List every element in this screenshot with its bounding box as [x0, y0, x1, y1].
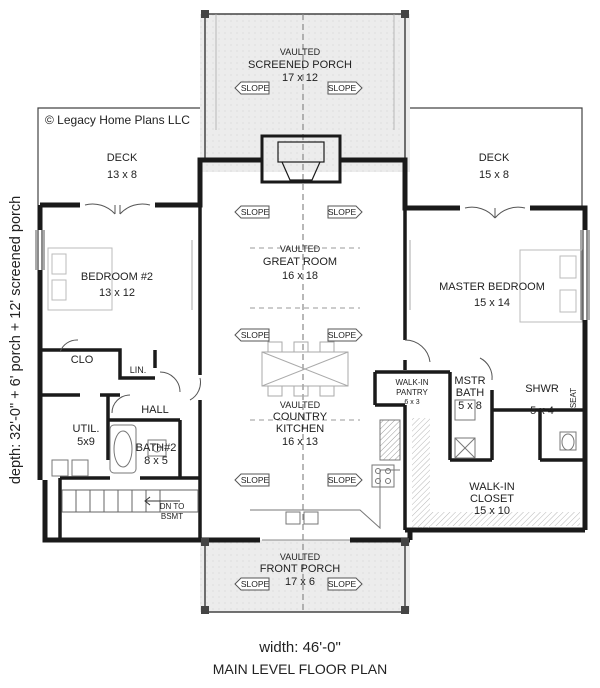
porch-post [401, 606, 409, 614]
screened-porch-vaulted: VAULTED [280, 47, 321, 57]
great-room-size: 16 x 18 [282, 270, 318, 282]
porch-post [201, 10, 209, 18]
slope-arrows: SLOPE SLOPE SLOPE SLOPE SLOPE SLOPE SLOPE SLOPE… [234, 81, 363, 591]
slope-arrow-left [234, 577, 270, 591]
util-name: UTIL. [73, 423, 100, 435]
closet-hatch-bottom [430, 512, 580, 526]
deck-left-name: DECK [107, 152, 138, 164]
kitchen-line3: KITCHEN [276, 423, 324, 435]
seat-label: SEAT [569, 388, 578, 408]
kitchen-line2: COUNTRY [273, 411, 328, 423]
slope-label: SLOPE [328, 207, 357, 217]
slope-arrow-left [234, 328, 270, 342]
front-porch-vaulted: VAULTED [280, 552, 321, 562]
kitchen-size: 16 x 13 [282, 436, 318, 448]
kitchen-vaulted: VAULTED [280, 400, 321, 410]
util-size: 5x9 [77, 436, 95, 448]
screened-porch-name: SCREENED PORCH [248, 59, 352, 71]
slope-label: SLOPE [241, 83, 270, 93]
stairs-dn-line2: BSMT [161, 512, 183, 521]
kitchen-counters [250, 464, 400, 530]
slope-label: SLOPE [328, 475, 357, 485]
clo-label: CLO [71, 354, 94, 366]
slope-arrow-right [327, 577, 363, 591]
bed-outlines [47, 247, 583, 323]
front-porch-name: FRONT PORCH [260, 563, 341, 575]
closet-line1: WALK-IN [469, 481, 514, 493]
beam-lines [250, 247, 360, 421]
front-porch-walls [204, 540, 406, 613]
slope-arrow-left [234, 81, 270, 95]
porch-post [401, 10, 409, 18]
front-porch-size: 17 x 6 [285, 576, 315, 588]
shwr-size: 5 x 4 [530, 405, 554, 417]
slope-arrow-left [234, 205, 270, 219]
closet-line2: CLOSET [470, 493, 514, 505]
slope-label: SLOPE [241, 330, 270, 340]
plan-title: MAIN LEVEL FLOOR PLAN [213, 661, 388, 677]
stair-arrow [144, 496, 180, 506]
porch-post [201, 606, 209, 614]
bedroom2-name: BEDROOM #2 [81, 271, 153, 283]
pantry-line1: WALK-IN [395, 378, 428, 387]
slope-label: SLOPE [328, 83, 357, 93]
porch-post [401, 538, 409, 546]
bedroom2-size: 13 x 12 [99, 287, 135, 299]
depth-dimension: depth: 32'-0" + 6' porch + 12' screened … [8, 196, 24, 484]
pantry-size: 6 x 3 [404, 399, 419, 406]
slope-label: SLOPE [241, 475, 270, 485]
screened-porch-size: 17 x 12 [282, 72, 318, 84]
slope-label: SLOPE [328, 579, 357, 589]
hall-label: HALL [141, 404, 169, 416]
interior-walls [40, 205, 585, 540]
lin-label: LIN. [130, 365, 147, 375]
bath-fixtures [51, 399, 577, 477]
master-size: 15 x 14 [474, 297, 510, 309]
bath2-size: 8 x 5 [144, 455, 168, 467]
mstr-bath-line1: MSTR [454, 375, 485, 387]
great-room-vaulted: VAULTED [280, 244, 321, 254]
closet-hatch-left [412, 418, 430, 528]
fridge-hatch [379, 419, 401, 461]
great-room-name: GREAT ROOM [263, 256, 337, 268]
master-name: MASTER BEDROOM [439, 281, 545, 293]
slope-arrow-right [327, 81, 363, 95]
screened-porch-floor [200, 14, 410, 172]
deck-left-size: 13 x 8 [107, 169, 137, 181]
copyright: © Legacy Home Plans LLC [45, 113, 190, 127]
pantry-line2: PANTRY [396, 388, 428, 397]
slope-arrow-left [234, 473, 270, 487]
deck-right-name: DECK [479, 152, 510, 164]
shwr-name: SHWR [525, 383, 559, 395]
dining-table [261, 341, 349, 397]
doors-windows [35, 203, 590, 541]
fireplace [260, 134, 342, 184]
width-dimension: width: 46'-0" [258, 639, 341, 656]
deck-outlines [37, 107, 583, 210]
bath2-name: BATH#2 [136, 442, 177, 454]
front-porch-floor [200, 540, 410, 612]
slope-label: SLOPE [241, 207, 270, 217]
slope-arrow-right [327, 473, 363, 487]
stairs-dn-line1: DN TO [160, 502, 185, 511]
porch-post [201, 538, 209, 546]
closet-size: 15 x 10 [474, 505, 510, 517]
slope-arrow-right [327, 205, 363, 219]
slope-label: SLOPE [328, 330, 357, 340]
slope-label: SLOPE [241, 579, 270, 589]
mstr-bath-size: 5 x 8 [458, 400, 482, 412]
mstr-bath-line2: BATH [456, 387, 485, 399]
deck-right-size: 15 x 8 [479, 169, 509, 181]
slope-arrow-right [327, 328, 363, 342]
exterior-walls [37, 157, 588, 543]
